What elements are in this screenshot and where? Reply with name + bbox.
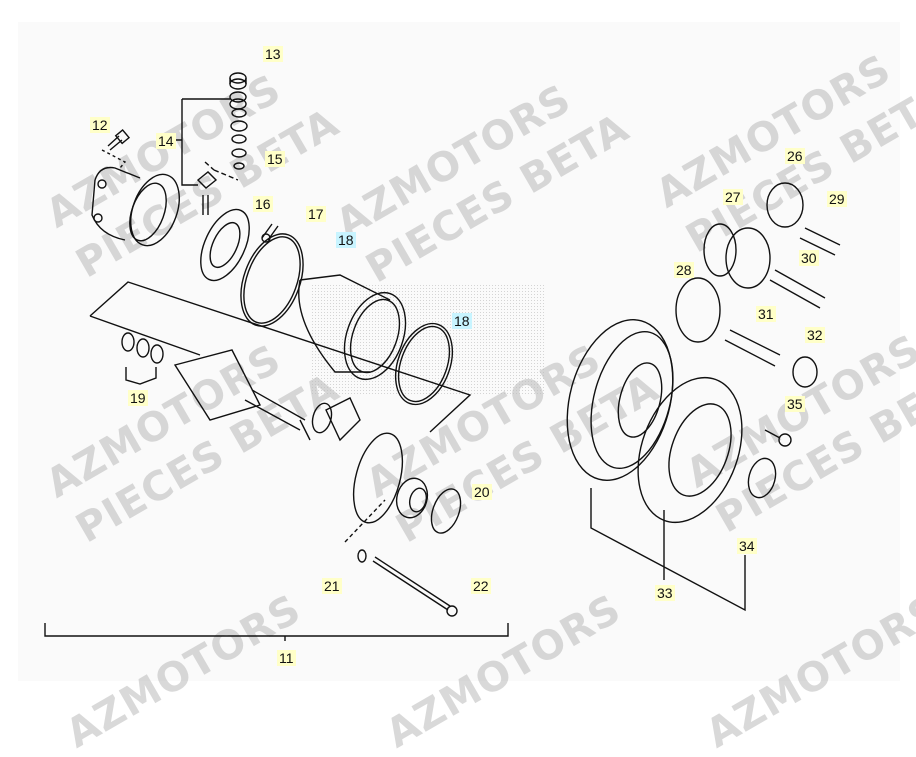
part-34-bearing[interactable] [744, 455, 779, 500]
part-12-bolt[interactable] [101, 128, 131, 169]
callout-19[interactable]: 19 [128, 390, 148, 406]
callout-22[interactable]: 22 [471, 578, 491, 594]
part-20-o-ring[interactable] [426, 485, 466, 537]
callout-29[interactable]: 29 [827, 191, 847, 207]
part-17-screw[interactable] [261, 223, 279, 243]
part-seal[interactable] [309, 401, 334, 435]
leader-14-dash [204, 161, 239, 181]
bolt-head [446, 605, 458, 617]
callout-12[interactable]: 12 [90, 117, 110, 133]
part-one-way-clutch[interactable] [619, 363, 761, 537]
leader-19 [125, 367, 157, 385]
callout-18-left[interactable]: 18 [336, 232, 356, 248]
callout-21[interactable]: 21 [322, 578, 342, 594]
part-27-gear-large[interactable] [725, 227, 771, 289]
callout-27[interactable]: 27 [723, 189, 743, 205]
callout-20[interactable]: 20 [472, 484, 492, 500]
kit-frame [89, 281, 472, 433]
parts-drawing [44, 72, 841, 641]
part-armature[interactable] [173, 349, 311, 441]
part-22-long-bolt[interactable] [372, 556, 451, 611]
part-31-shaft[interactable] [724, 329, 781, 367]
part-13-nut[interactable] [229, 72, 247, 90]
callout-30[interactable]: 30 [799, 250, 819, 266]
part-starter-driven-gear[interactable] [550, 308, 689, 492]
leader-11 [44, 623, 509, 641]
part-yoke-housing[interactable] [298, 274, 417, 388]
part-28-gear[interactable] [675, 277, 721, 343]
part-lock-plate[interactable] [325, 397, 361, 442]
part-26-gear[interactable] [766, 182, 804, 228]
callout-18-right[interactable]: 18 [452, 313, 472, 329]
part-14-washer-stack[interactable] [196, 91, 248, 189]
part-16-brush-plate[interactable] [191, 195, 259, 288]
callout-15[interactable]: 15 [265, 151, 285, 167]
leader-33-34 [590, 488, 746, 612]
part-21-washer[interactable] [357, 549, 367, 563]
callout-35[interactable]: 35 [785, 396, 805, 412]
callout-16[interactable]: 16 [253, 196, 273, 212]
part-30-shaft[interactable] [769, 269, 826, 309]
callout-32[interactable]: 32 [805, 327, 825, 343]
callout-14[interactable]: 14 [156, 133, 176, 149]
ring-inner [397, 325, 451, 403]
part-27-gear-small[interactable] [703, 223, 737, 277]
callout-33[interactable]: 33 [655, 585, 675, 601]
callout-11[interactable]: 11 [277, 650, 296, 666]
callout-26[interactable]: 26 [785, 148, 805, 164]
part-end-cover[interactable] [91, 166, 188, 253]
leader-14 [176, 98, 230, 186]
callout-28[interactable]: 28 [674, 262, 694, 278]
callout-31[interactable]: 31 [756, 306, 776, 322]
callout-34[interactable]: 34 [737, 538, 757, 554]
ring-inner [243, 236, 301, 324]
part-35-screw[interactable] [764, 429, 781, 439]
part-29-pin[interactable] [799, 227, 841, 256]
part-32-bush[interactable] [792, 356, 818, 388]
halftone-area [310, 285, 545, 395]
part-19-washers[interactable] [121, 332, 164, 364]
callout-17[interactable]: 17 [306, 206, 326, 222]
part-front-cover[interactable] [345, 428, 432, 528]
callout-13[interactable]: 13 [263, 46, 283, 62]
screw-head [778, 433, 792, 447]
leader-dash [344, 499, 386, 543]
part-18-ring-right[interactable] [385, 316, 463, 413]
